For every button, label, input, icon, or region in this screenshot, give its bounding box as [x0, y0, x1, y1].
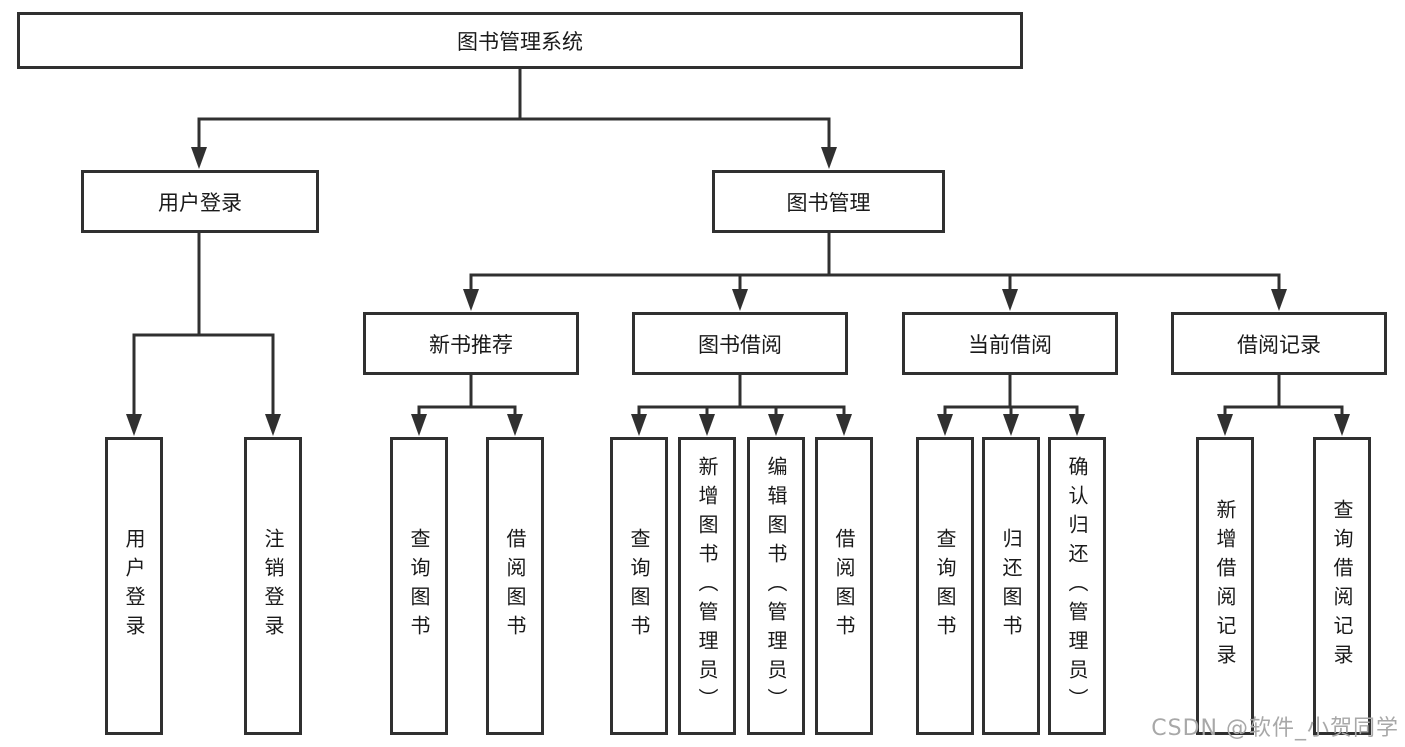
- node-label: 图书管理系统: [457, 29, 583, 54]
- node-label: 确认归还（管理员）: [1065, 455, 1089, 717]
- leaf-add-borrow-record: 新增借阅记录: [1196, 437, 1254, 735]
- node-borrow-records: 借阅记录: [1171, 312, 1387, 375]
- node-label: 图书借阅: [698, 332, 782, 357]
- leaf-return-book: 归还图书: [982, 437, 1040, 735]
- leaf-borrow-books-recommend: 借阅图书: [486, 437, 544, 735]
- node-label: 当前借阅: [968, 332, 1052, 357]
- node-book-borrow: 图书借阅: [632, 312, 848, 375]
- leaf-user-login: 用户登录: [105, 437, 163, 735]
- node-current-borrow: 当前借阅: [902, 312, 1118, 375]
- node-label: 用户登录: [158, 190, 242, 215]
- watermark: CSDN @软件_小贺同学: [1151, 716, 1399, 741]
- leaf-query-borrow-record: 查询借阅记录: [1313, 437, 1371, 735]
- node-label: 新书推荐: [429, 332, 513, 357]
- node-label: 注销登录: [261, 528, 285, 644]
- node-label: 查询图书: [627, 528, 651, 644]
- node-label: 编辑图书（管理员）: [764, 455, 788, 717]
- leaf-borrow-books: 借阅图书: [815, 437, 873, 735]
- node-library-system: 图书管理系统: [17, 12, 1023, 69]
- leaf-add-book-admin: 新增图书（管理员）: [678, 437, 736, 735]
- node-label: 归还图书: [999, 528, 1023, 644]
- node-user-login: 用户登录: [81, 170, 319, 233]
- node-label: 查询图书: [933, 528, 957, 644]
- node-new-book-recommend: 新书推荐: [363, 312, 579, 375]
- node-label: 借阅记录: [1237, 332, 1321, 357]
- node-label: 图书管理: [786, 190, 871, 215]
- leaf-confirm-return-admin: 确认归还（管理员）: [1048, 437, 1106, 735]
- node-book-management: 图书管理: [712, 170, 945, 233]
- node-label: 新增借阅记录: [1213, 499, 1237, 673]
- leaf-query-books-current: 查询图书: [916, 437, 974, 735]
- leaf-logout: 注销登录: [244, 437, 302, 735]
- node-label: 查询借阅记录: [1330, 499, 1354, 673]
- node-label: 借阅图书: [503, 528, 527, 644]
- node-label: 新增图书（管理员）: [695, 455, 719, 717]
- node-label: 用户登录: [122, 528, 146, 644]
- leaf-edit-book-admin: 编辑图书（管理员）: [747, 437, 805, 735]
- node-label: 查询图书: [407, 528, 431, 644]
- node-label: 借阅图书: [832, 528, 856, 644]
- leaf-query-books-recommend: 查询图书: [390, 437, 448, 735]
- leaf-query-books-borrow: 查询图书: [610, 437, 668, 735]
